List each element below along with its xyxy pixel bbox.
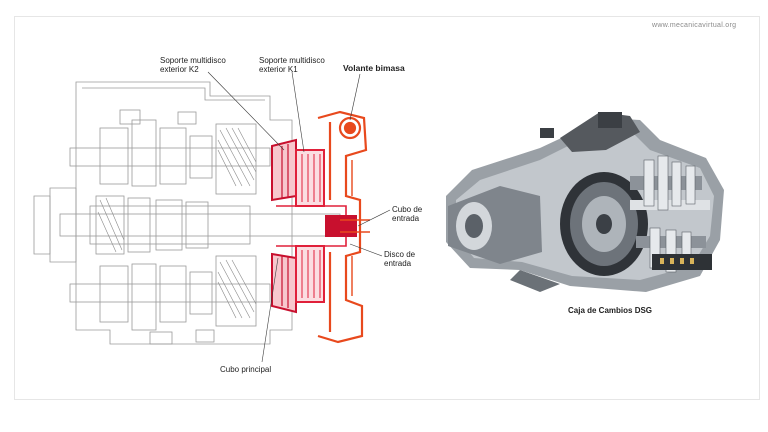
dual-mass-flywheel <box>317 110 370 344</box>
dsg-cutaway-render <box>446 112 724 292</box>
label-main-hub: Cubo principal <box>220 365 272 374</box>
label-k1-line2: exterior K1 <box>259 65 298 74</box>
source-watermark: www.mecanicavirtual.org <box>652 22 737 29</box>
clutch-k1 <box>276 149 357 303</box>
label-input-hub-line2: entrada <box>392 214 420 223</box>
label-input-disc: Disco de entrada <box>384 250 415 268</box>
label-input-disc-line1: Disco de <box>384 250 416 259</box>
label-k2-line1: Soporte multidisco <box>160 56 226 65</box>
leader-lines <box>207 71 391 363</box>
label-k2-line2: exterior K2 <box>160 65 199 74</box>
dsg-caption: Caja de Cambios DSG <box>568 306 653 315</box>
label-k1-line1: Soporte multidisco <box>259 56 325 65</box>
label-k2: Soporte multidisco exterior K2 <box>160 56 226 74</box>
label-input-hub-line1: Cubo de <box>392 205 423 214</box>
label-flywheel: Volante bimasa <box>343 63 405 73</box>
label-input-disc-line2: entrada <box>384 259 412 268</box>
label-k1: Soporte multidisco exterior K1 <box>259 56 325 74</box>
label-input-hub: Cubo de entrada <box>392 205 422 223</box>
gear-teeth-hatching <box>97 127 257 319</box>
